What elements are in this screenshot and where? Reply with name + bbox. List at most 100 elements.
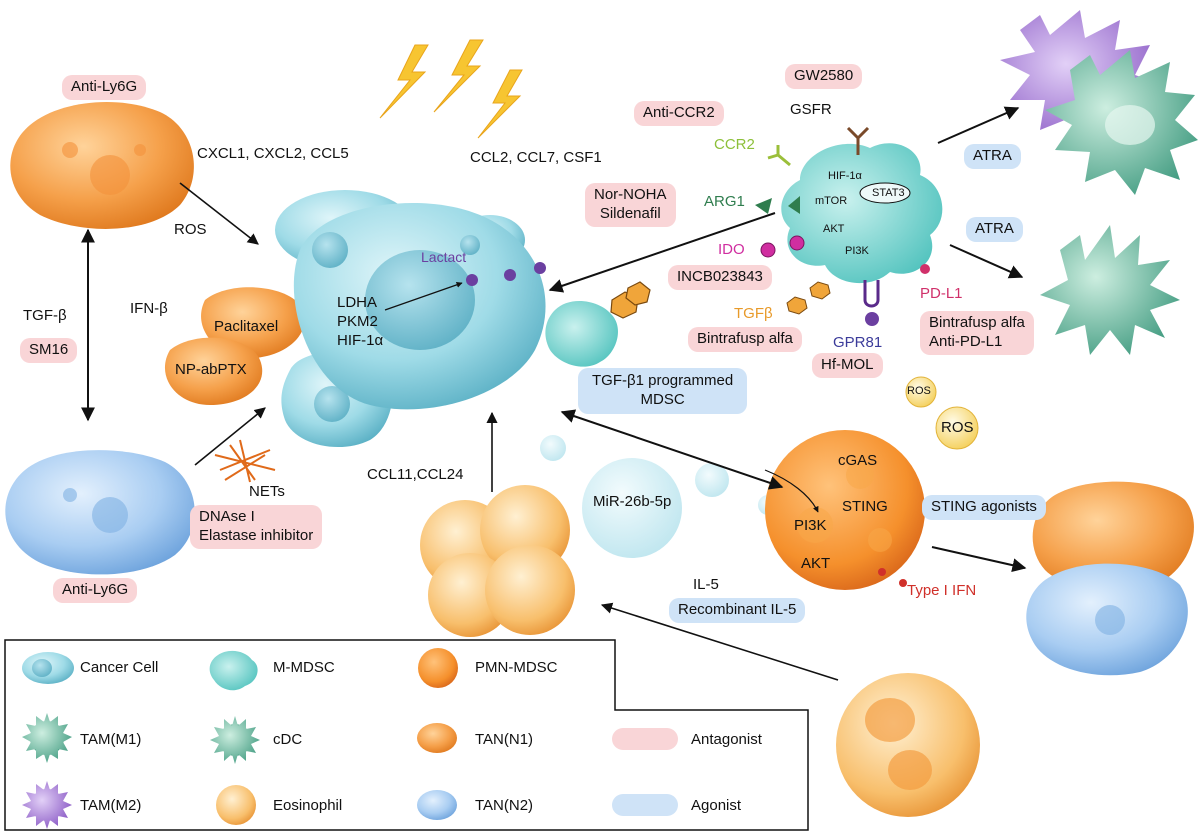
- bintrafusp-pdl1-line2: Anti-PD-L1: [929, 332, 1003, 350]
- mmdsc-hif1a: HIF-1α: [828, 170, 862, 182]
- incb-pill: INCB023843: [668, 265, 772, 290]
- ccr2-receptor: [767, 145, 791, 167]
- pdl1-marker: [920, 264, 930, 274]
- pmn-mdsc-cluster: [420, 485, 575, 637]
- tan-n1-cell-right: [1032, 481, 1194, 593]
- arg1-label: ARG1: [704, 193, 745, 210]
- tgf-mdsc-line2: MDSC: [640, 390, 685, 408]
- paclitaxel-pill: Paclitaxel: [214, 318, 279, 335]
- legend-pmn-mdsc-icon: [418, 648, 458, 688]
- arrows: [81, 106, 1027, 681]
- bintrafusp-pdl1-pill: Bintrafusp alfa Anti-PD-L1: [920, 311, 1034, 355]
- il5-label: IL-5: [693, 576, 719, 593]
- legend-cdc-label: cDC: [273, 731, 303, 748]
- dnase-line2: Elastase inhibitor: [199, 526, 314, 544]
- gpr81-label: GPR81: [833, 334, 883, 351]
- tgf-mdsc-pill: TGF-β1 programmed MDSC: [578, 368, 748, 414]
- nor-noha-pill: Nor-NOHA Sildenafil: [585, 183, 676, 227]
- sting-agonists-pill: STING agonists: [922, 495, 1046, 520]
- enzyme-ldha: LDHA: [337, 294, 378, 311]
- legend-mmdsc-label: M-MDSC: [273, 659, 335, 676]
- legend-tan-n1-icon: [417, 723, 457, 753]
- legend-mmdsc-icon: [209, 650, 258, 691]
- legend-tan-n2-label: TAN(N2): [475, 797, 534, 814]
- tan-n1-cell-top: [10, 102, 194, 229]
- ccr2-label: CCR2: [714, 136, 755, 153]
- ccl11-label: CCL11,CCL24: [367, 466, 464, 483]
- ros-left-label: ROS: [174, 221, 207, 238]
- nor-noha-line1: Nor-NOHA: [594, 186, 667, 203]
- enzyme-hif1a: HIF-1α: [337, 331, 384, 349]
- recombinant-il5-pill: Recombinant IL-5: [669, 598, 806, 623]
- cxcl-label: CXCL1, CXCL2, CCL5: [197, 145, 349, 162]
- tan-cells-drugs: [164, 287, 305, 405]
- legend-tam-m1-icon: [22, 713, 72, 763]
- ifnb-label: IFN-β: [130, 300, 168, 317]
- nor-noha-line2: Sildenafil: [599, 204, 661, 222]
- ido-label: IDO: [718, 241, 745, 258]
- np-abptx-pill: NP-abPTX: [175, 361, 247, 378]
- tan-n2-cell-left: [5, 450, 195, 575]
- tgf-mdsc-cell: [545, 281, 651, 367]
- legend-cancer-cell-icon: [22, 652, 74, 684]
- enzymes-label: LDHA PKM2 HIF-1α: [337, 294, 383, 350]
- type1-ifn-label: Type I IFN: [907, 582, 977, 599]
- gpr81-receptor: [863, 280, 880, 326]
- legend-tan-n2-icon: [417, 790, 457, 820]
- dnase-pill: DNAse I Elastase inhibitor: [190, 505, 323, 549]
- mmdsc-pi3k: PI3K: [845, 245, 869, 257]
- dnase-line1: DNAse I: [199, 508, 255, 525]
- mmdsc-stat3: STAT3: [872, 187, 905, 199]
- legend-pmn-mdsc-label: PMN-MDSC: [475, 659, 558, 676]
- eosinophil-cell: [836, 673, 980, 817]
- legend-frame: [4, 639, 809, 831]
- legend-cdc-icon: [210, 716, 260, 764]
- legend-antagonist-label: Antagonist: [691, 731, 762, 748]
- tam-m1-cell: [1045, 50, 1198, 195]
- ros-small-label: ROS: [907, 385, 931, 397]
- legend-tam-m2-icon: [22, 781, 72, 829]
- arg1-triangles: [755, 196, 800, 214]
- bintrafusp-pill: Bintrafusp alfa: [688, 327, 802, 352]
- legend-agonist-label: Agonist: [691, 797, 742, 814]
- ccl2-label: CCL2, CCL7, CSF1: [470, 149, 602, 166]
- legend-eosinophil-label: Eosinophil: [273, 797, 343, 814]
- ros-bubble-small: [905, 376, 937, 408]
- legend-agonist-swatch: [612, 794, 678, 816]
- pmn-cgas: cGAS: [838, 452, 878, 469]
- mmdsc-akt: AKT: [823, 223, 845, 235]
- cancer-cell-cluster: [275, 190, 546, 448]
- nets-label: NETs: [249, 483, 285, 500]
- anti-ccr2-pill: Anti-CCR2: [634, 101, 724, 126]
- mmdsc-mtor: mTOR: [815, 195, 848, 207]
- lightning-icon: [379, 39, 523, 139]
- cdc-cell: [1040, 225, 1180, 355]
- pmn-sting: STING: [842, 498, 888, 515]
- pdl1-label: PD-L1: [920, 285, 963, 302]
- gsfr-label: GSFR: [790, 101, 832, 118]
- lactact-label: Lactact: [421, 249, 467, 265]
- legend-tan-n1-label: TAN(N1): [475, 731, 534, 748]
- legend-eosinophil-icon: [216, 785, 256, 825]
- mir-label: MiR-26b-5p: [593, 493, 672, 510]
- hf-mol-pill: Hf-MOL: [812, 353, 883, 378]
- nets-icon: [214, 439, 276, 483]
- tgfb-left-label: TGF-β: [23, 307, 67, 324]
- atra-mid-pill: ATRA: [966, 217, 1023, 242]
- sm16-pill: SM16: [20, 338, 78, 363]
- legend-cancer-cell-label: Cancer Cell: [80, 659, 159, 676]
- tgf-mdsc-line1: TGF-β1 programmed: [592, 372, 734, 389]
- lactate-dots: [466, 262, 546, 286]
- atra-top-pill: ATRA: [964, 144, 1021, 169]
- ido-dots: [760, 235, 805, 258]
- bintrafusp-pdl1-line1: Bintrafusp alfa: [929, 314, 1025, 331]
- type1-ifn-dots: [878, 568, 907, 587]
- tan-n2-cell-right: [1026, 563, 1188, 676]
- pmn-akt: AKT: [801, 555, 831, 572]
- gsfr-receptor: [846, 126, 870, 155]
- pmn-mdsc-cell: [765, 430, 925, 590]
- gw2580-pill: GW2580: [785, 64, 863, 89]
- ros-big-label: ROS: [941, 419, 974, 436]
- enzyme-pkm2: PKM2: [337, 312, 378, 330]
